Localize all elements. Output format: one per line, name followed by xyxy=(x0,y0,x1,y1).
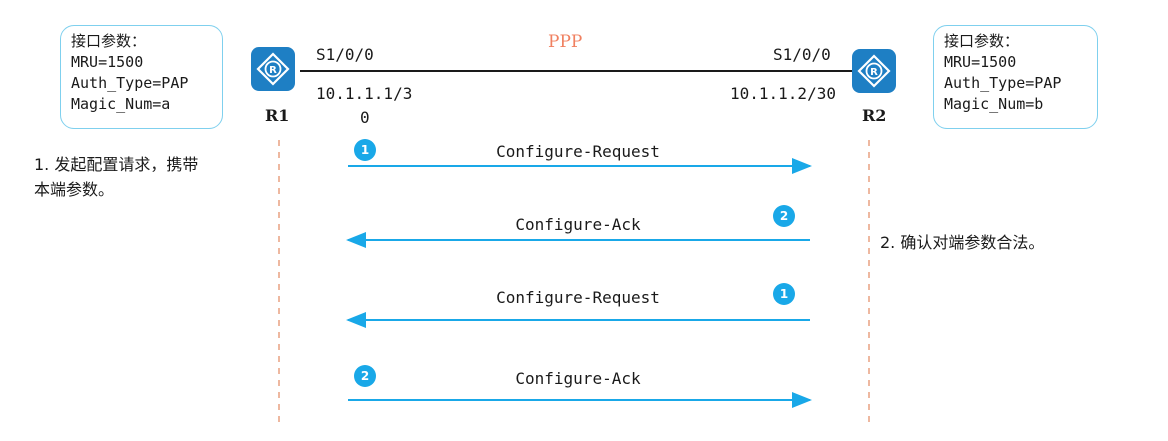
router-icon-r1: R xyxy=(251,47,295,91)
left-note-line2: 本端参数。 xyxy=(34,180,115,199)
ppp-label: PPP xyxy=(548,32,583,52)
message-label-4: Configure-Ack xyxy=(515,369,641,388)
message-label-1: Configure-Request xyxy=(496,142,660,161)
step-badge-2: 2 xyxy=(773,205,795,227)
r1-ip-label: 10.1.1.1/3 xyxy=(316,84,413,103)
r2-param-auth: Auth_Type=PAP xyxy=(944,74,1062,92)
r1-params-box: 接口参数： MRU=1500 Auth_Type=PAP Magic_Num=a xyxy=(60,25,223,129)
router-icon-r2: R xyxy=(852,49,896,93)
r1-label: R1 xyxy=(265,106,290,125)
r1-ip-label-wrap: 0 xyxy=(360,108,370,127)
r2-label: R2 xyxy=(862,106,887,125)
step-badge-3: 1 xyxy=(773,283,795,305)
r2-interface-label: S1/0/0 xyxy=(773,45,831,64)
message-label-3: Configure-Request xyxy=(496,288,660,307)
r1-param-mru: MRU=1500 xyxy=(71,53,144,71)
r1-params-title: 接口参数： xyxy=(71,32,147,50)
svg-text:R: R xyxy=(870,67,878,78)
r1-interface-label: S1/0/0 xyxy=(316,45,374,64)
message-label-2: Configure-Ack xyxy=(515,215,641,234)
r2-params-box: 接口参数： MRU=1500 Auth_Type=PAP Magic_Num=b xyxy=(933,25,1098,129)
left-note-line1: 1. 发起配置请求，携带 xyxy=(34,155,199,174)
r2-params-title: 接口参数： xyxy=(944,32,1020,50)
step-badge-4: 2 xyxy=(354,365,376,387)
r1-param-magic: Magic_Num=a xyxy=(71,95,171,113)
r2-ip-label: 10.1.1.2/30 xyxy=(730,84,836,103)
r2-param-magic: Magic_Num=b xyxy=(944,95,1044,113)
svg-text:R: R xyxy=(269,65,277,76)
right-note: 2. 确认对端参数合法。 xyxy=(880,233,1045,252)
step-badge-1: 1 xyxy=(354,139,376,161)
r1-param-auth: Auth_Type=PAP xyxy=(71,74,189,92)
r2-param-mru: MRU=1500 xyxy=(944,53,1017,71)
